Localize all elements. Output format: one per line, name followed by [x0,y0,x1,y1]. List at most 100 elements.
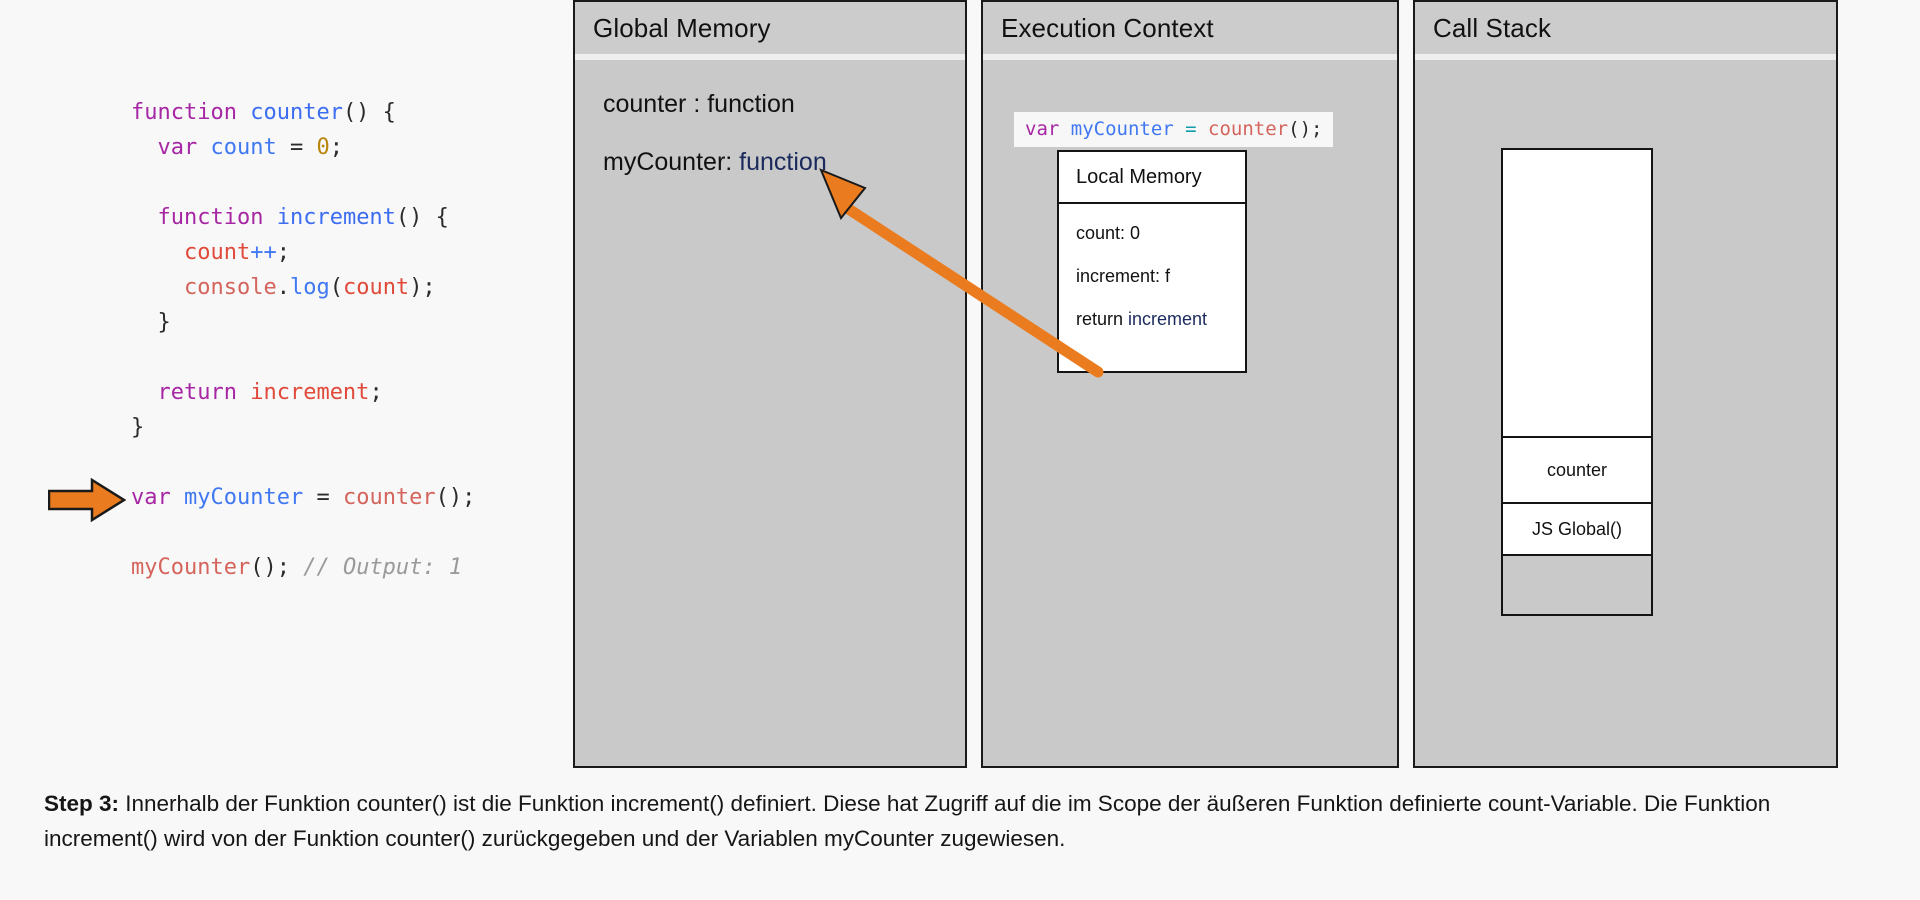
code-line: } [131,305,475,340]
code-token: counter [1208,118,1289,140]
code-token: count [183,240,251,265]
code-token: 0 [316,135,330,160]
code-token: counter [250,100,343,125]
code-token: ( [329,275,343,300]
local-memory-box: Local Memory count: 0 increment: f retur… [1057,150,1247,373]
global-memory-mycounter-value: function [732,148,827,176]
caption: Step 3: Innerhalb der Funktion counter()… [44,786,1844,856]
local-memory-title: Local Memory [1076,165,1202,188]
code-line: return increment; [131,375,475,410]
code-token: () { [342,100,396,125]
code-token: } [131,415,145,440]
global-memory-mycounter-key: myCounter: [603,148,733,176]
code-line [131,165,475,200]
code-token: = [1173,118,1209,140]
panel-global-memory-title: Global Memory [593,12,771,43]
local-memory-row-count: count: 0 [1076,223,1140,244]
code-token: ; [276,240,290,265]
call-stack-frame-counter: counter [1503,438,1651,504]
code-token: ); [409,275,436,300]
global-memory-entry-mycounter: myCounter: function [603,148,827,177]
global-memory-counter-key: counter : [603,90,701,118]
code-token: (); [250,555,290,580]
code-token: counter [342,485,436,510]
panel-execution-context-header: Execution Context [983,2,1397,54]
panel-divider [983,54,1397,60]
code-token: (); [1288,118,1323,140]
code-token: ; [369,380,383,405]
local-memory-row-return: return increment [1076,309,1207,330]
code-token [131,275,184,300]
code-line [131,340,475,375]
code-line: } [131,410,475,445]
global-memory-entry-counter: counter : function [603,90,795,119]
local-memory-increment-label: increment: f [1076,266,1171,286]
call-stack-base [1503,556,1651,614]
global-memory-counter-value: function [700,90,795,118]
code-token: increment [250,380,370,405]
code-line: myCounter(); // Output: 1 [131,550,475,585]
local-memory-row-increment: increment: f [1076,266,1170,287]
call-stack-frame-js-global: JS Global() [1503,504,1651,556]
caption-step-label: Step 3: [44,791,120,816]
panel-execution-context-body: var myCounter = counter(); Local Memory … [983,60,1397,766]
code-line: function increment() { [131,200,475,235]
local-memory-count-label: count: 0 [1076,223,1141,243]
panel-call-stack: Call Stack counter JS Global() [1413,0,1838,768]
code-token: = [303,485,343,510]
code-token: log [289,275,330,300]
code-line [131,445,475,480]
code-token [131,135,158,160]
panel-divider [575,54,965,60]
local-memory-return-value: increment [1128,309,1208,329]
code-token: var [1025,118,1071,140]
code-token: } [131,310,171,335]
code-line: var myCounter = counter(); [131,480,475,515]
code-token: (); [435,485,476,510]
code-panel: function counter() { var count = 0; func… [0,0,573,768]
code-token [131,380,158,405]
code-token [131,205,158,230]
source-code-block: function counter() { var count = 0; func… [131,95,475,585]
panel-global-memory-header: Global Memory [575,2,965,54]
code-token: ; [329,135,343,160]
local-memory-header: Local Memory [1059,152,1245,204]
call-stack-empty-space [1503,150,1651,438]
code-token: myCounter [131,555,251,580]
code-token: = [276,135,317,160]
code-token: myCounter [183,485,304,510]
code-token: var [131,485,184,510]
current-line-arrow [47,477,127,523]
code-token: count [342,275,410,300]
code-token: () { [395,205,449,230]
code-token [131,240,184,265]
diagram-panels: Global Memory counter : function myCount… [573,0,1838,768]
panel-call-stack-body: counter JS Global() [1415,60,1836,766]
local-memory-rows: count: 0 increment: f return increment [1059,204,1245,371]
code-line: function counter() { [131,95,475,130]
call-stack-frame-counter-label: counter [1546,459,1608,480]
code-token: function [157,205,277,230]
code-line: var count = 0; [131,130,475,165]
code-token: console [183,275,277,300]
caption-text: Innerhalb der Funktion counter() ist die… [44,791,1771,851]
panel-execution-context-title: Execution Context [1001,12,1214,43]
panel-call-stack-title: Call Stack [1433,12,1552,43]
code-token: // Output: 1 [289,555,463,580]
execution-context-code-chip: var myCounter = counter(); [1014,112,1334,147]
code-token: ++ [250,240,277,265]
local-memory-return-label: return [1076,309,1129,329]
code-line: console.log(count); [131,270,475,305]
code-token: function [131,100,251,125]
panel-divider [1415,54,1836,60]
code-token: return [157,380,251,405]
code-token: count [210,135,277,160]
call-stack-container: counter JS Global() [1501,148,1653,616]
code-token: . [276,275,290,300]
code-token: var [157,135,211,160]
code-line: count++; [131,235,475,270]
panel-execution-context: Execution Context var myCounter = counte… [981,0,1399,768]
code-token: myCounter [1070,118,1174,140]
call-stack-frame-js-global-label: JS Global() [1531,518,1623,539]
